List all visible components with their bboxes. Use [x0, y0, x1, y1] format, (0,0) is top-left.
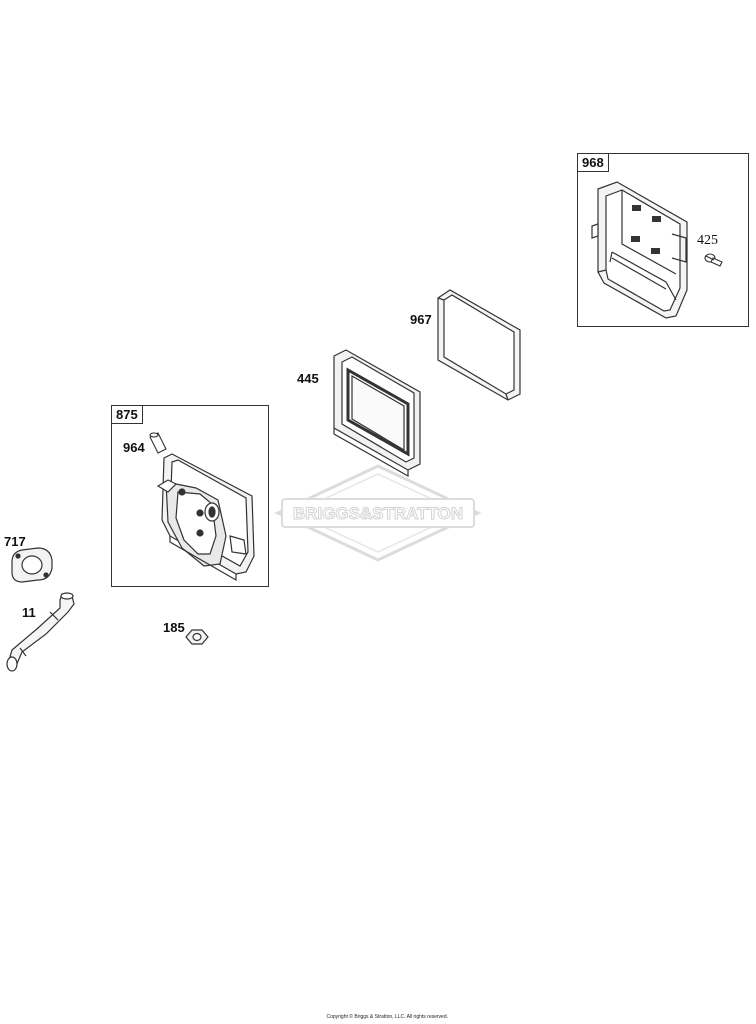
assembly-box-875: 875	[111, 405, 269, 587]
part-number-425[interactable]: 425	[697, 233, 718, 248]
part-number-717[interactable]: 717	[4, 534, 26, 549]
elbow-tube-11	[6, 592, 75, 672]
air-filter-445	[333, 349, 421, 478]
nut-185	[185, 629, 209, 645]
gasket-717	[11, 547, 53, 583]
assembly-box-968: 968	[577, 153, 749, 327]
part-number-875[interactable]: 875	[111, 405, 143, 424]
pre-cleaner-967	[437, 289, 521, 401]
briggs-stratton-watermark: BRIGGS&STRATTON	[274, 464, 482, 562]
watermark-text: BRIGGS&STRATTON	[293, 504, 463, 523]
part-number-964[interactable]: 964	[123, 440, 145, 455]
air-cleaner-base-875	[156, 453, 255, 582]
part-number-968[interactable]: 968	[577, 153, 609, 172]
tube-964	[149, 432, 167, 454]
part-number-185[interactable]: 185	[163, 620, 185, 635]
part-number-445[interactable]: 445	[297, 371, 319, 386]
copyright-notice: Copyright © Briggs & Stratton, LLC. All …	[326, 1014, 448, 1020]
part-number-11[interactable]: 11	[22, 605, 36, 620]
part-number-967[interactable]: 967	[410, 312, 432, 327]
screw-425	[704, 253, 723, 267]
air-cleaner-cover-968	[591, 181, 688, 319]
